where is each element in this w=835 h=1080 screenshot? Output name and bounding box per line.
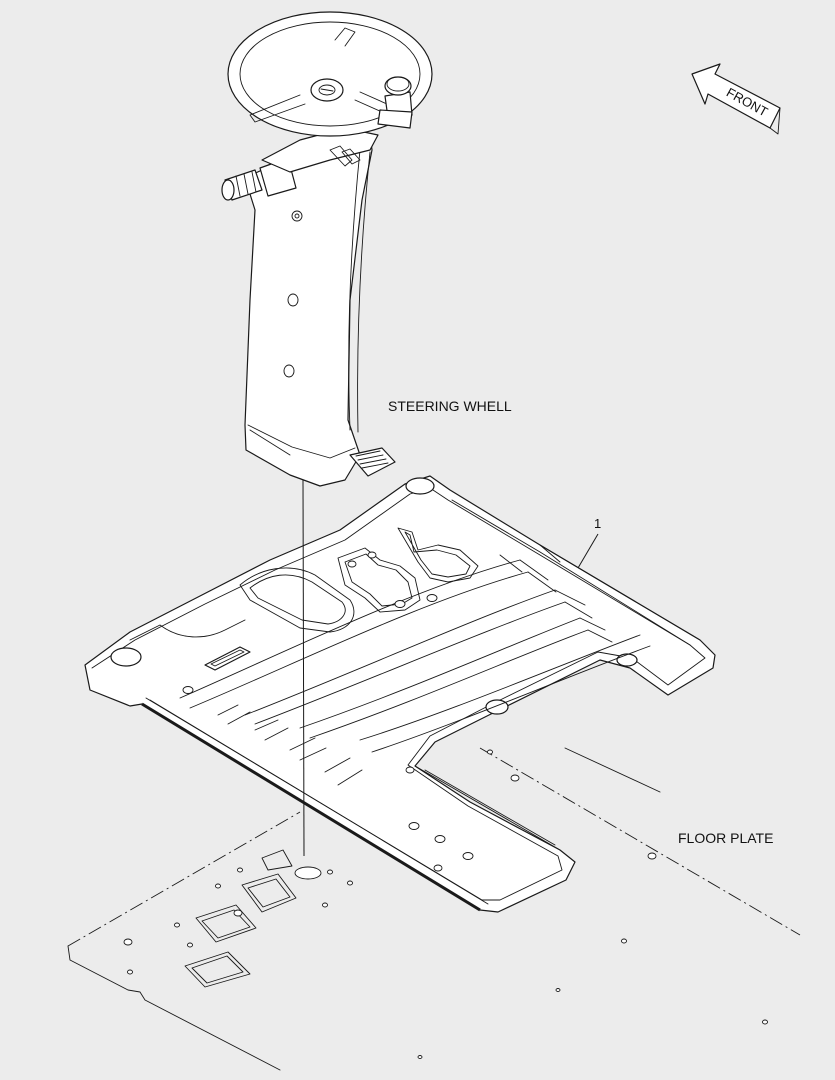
- steering-wheel-label: STEERING WHELL: [388, 398, 512, 414]
- floor-plate: [67, 747, 801, 1071]
- floor-plate-label: FLOOR PLATE: [678, 830, 774, 846]
- floor-mat: [84, 475, 716, 913]
- steering-column: [221, 127, 396, 487]
- callout-1-leader: [577, 533, 599, 569]
- floor-plate-cutout: [184, 849, 297, 988]
- assembly-center-line: [302, 479, 305, 857]
- steering-wheel: [227, 11, 433, 137]
- front-arrow-icon: FRONT: [691, 63, 781, 135]
- callout-1-label: 1: [594, 516, 602, 531]
